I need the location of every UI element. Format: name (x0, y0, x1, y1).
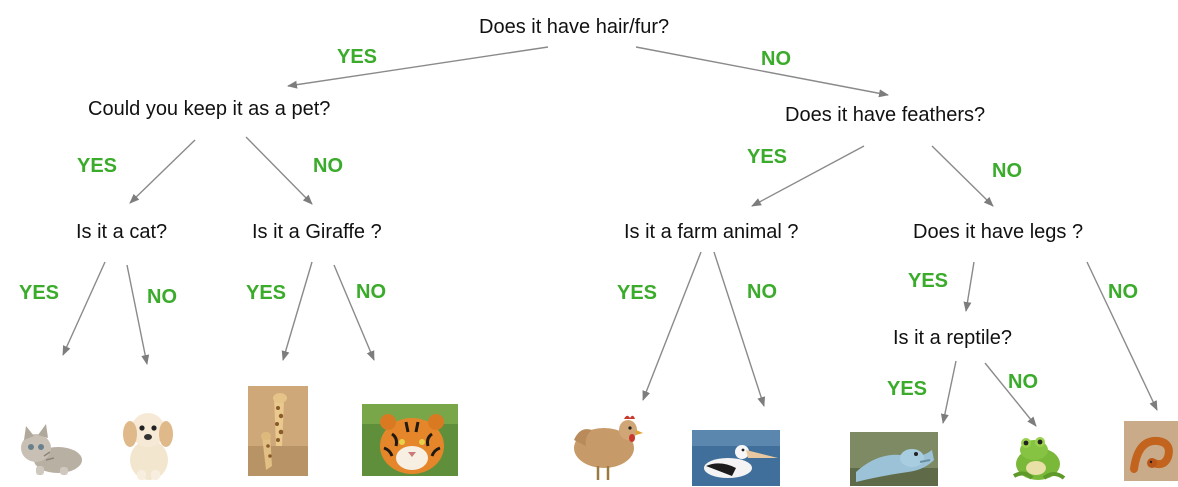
puppy-image (115, 404, 181, 482)
label-yes-feathers: YES (747, 146, 788, 168)
hen-image (570, 410, 646, 484)
pelican-image (692, 430, 780, 486)
arrow-cat-yes (62, 261, 106, 356)
question-farm-animal: Is it a farm animal ? (624, 221, 799, 243)
question-pet: Could you keep it as a pet? (88, 98, 331, 120)
label-no-giraffe: NO (356, 281, 386, 303)
label-no-farm: NO (747, 281, 777, 303)
question-cat: Is it a cat? (76, 221, 168, 243)
arrow-cat-no (126, 264, 150, 365)
lizard-image (850, 432, 938, 486)
label-yes-root: YES (337, 46, 378, 68)
arrow-legs-no (1086, 261, 1158, 411)
label-no-legs: NO (1108, 281, 1138, 303)
label-yes-reptile: YES (887, 378, 928, 400)
arrow-pet-yes (129, 139, 196, 204)
arrow-farm-yes (642, 251, 702, 401)
kitten-image (14, 420, 86, 478)
question-reptile: Is it a reptile? (893, 327, 1012, 349)
label-no-root: NO (761, 48, 791, 70)
arrow-reptile-yes (940, 360, 957, 424)
arrow-giraffe-no (333, 264, 375, 361)
label-no-cat: NO (147, 286, 177, 308)
arrow-root-no (635, 46, 889, 98)
label-yes-farm: YES (617, 282, 658, 304)
question-giraffe: Is it a Giraffe ? (252, 221, 382, 243)
arrow-pet-no (245, 136, 313, 205)
arrow-reptile-no (984, 362, 1037, 427)
frog-image (1004, 430, 1070, 486)
label-no-feathers: NO (992, 160, 1022, 182)
giraffe-image (248, 386, 308, 476)
label-no-pet: NO (313, 155, 343, 177)
question-legs: Does it have legs ? (913, 221, 1084, 243)
label-yes-pet: YES (77, 155, 118, 177)
tiger-image (362, 404, 458, 476)
arrow-farm-no (713, 251, 766, 407)
arrow-feathers-no (931, 145, 994, 207)
arrow-root-yes (287, 46, 549, 89)
arrow-legs-yes (963, 261, 975, 312)
question-hair-fur: Does it have hair/fur? (479, 16, 670, 38)
label-yes-legs: YES (908, 270, 949, 292)
arrow-feathers-yes (751, 145, 865, 207)
label-no-reptile: NO (1008, 371, 1038, 393)
question-feathers: Does it have feathers? (785, 104, 986, 126)
arrow-giraffe-yes (281, 261, 313, 361)
label-yes-giraffe: YES (246, 282, 287, 304)
snake-image (1124, 421, 1178, 481)
label-yes-cat: YES (19, 282, 60, 304)
